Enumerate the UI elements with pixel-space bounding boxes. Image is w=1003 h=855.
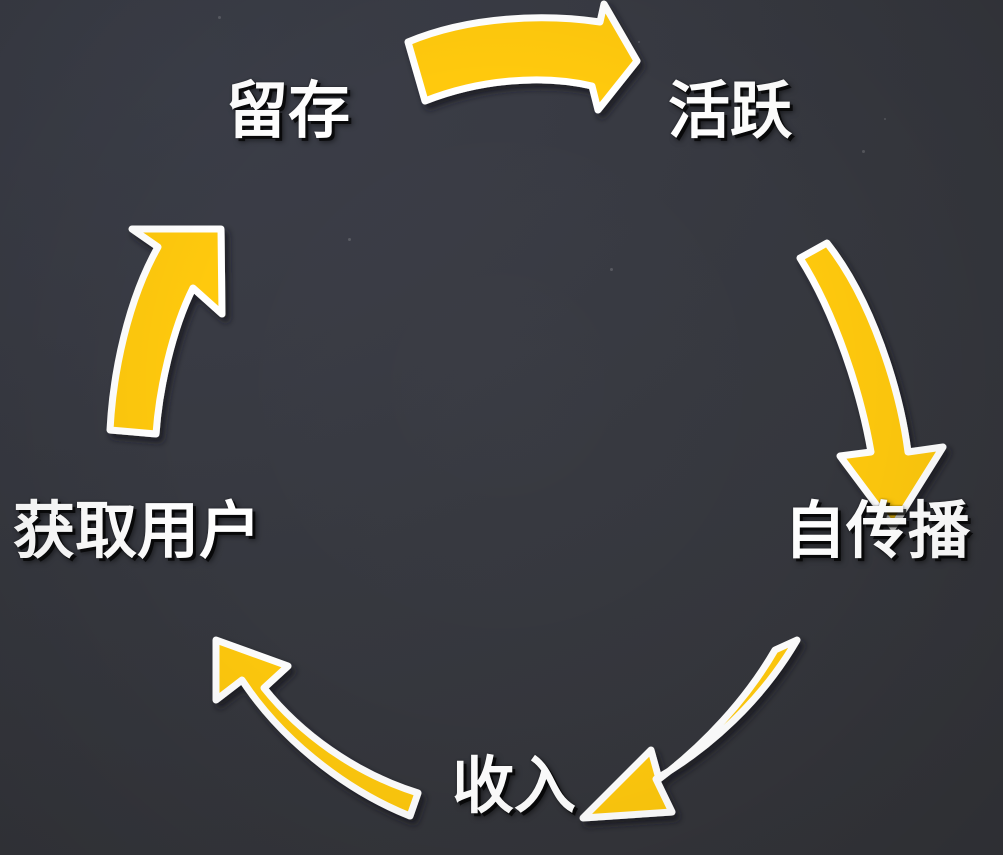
- arrow-revenue-to-acquisition: [212, 636, 422, 820]
- arrow-viral-to-revenue: [579, 636, 801, 822]
- node-label-retention: 留存: [226, 74, 351, 147]
- arrow-retention-to-active: [404, 0, 641, 114]
- node-label-viral: 自传播: [784, 494, 971, 567]
- arrow-acquisition-to-retention: [106, 225, 226, 438]
- node-label-revenue: 收入: [452, 749, 577, 822]
- node-label-acquisition: 获取用户: [13, 494, 262, 567]
- node-label-active: 活跃: [668, 74, 793, 147]
- arrow-active-to-viral: [796, 239, 947, 531]
